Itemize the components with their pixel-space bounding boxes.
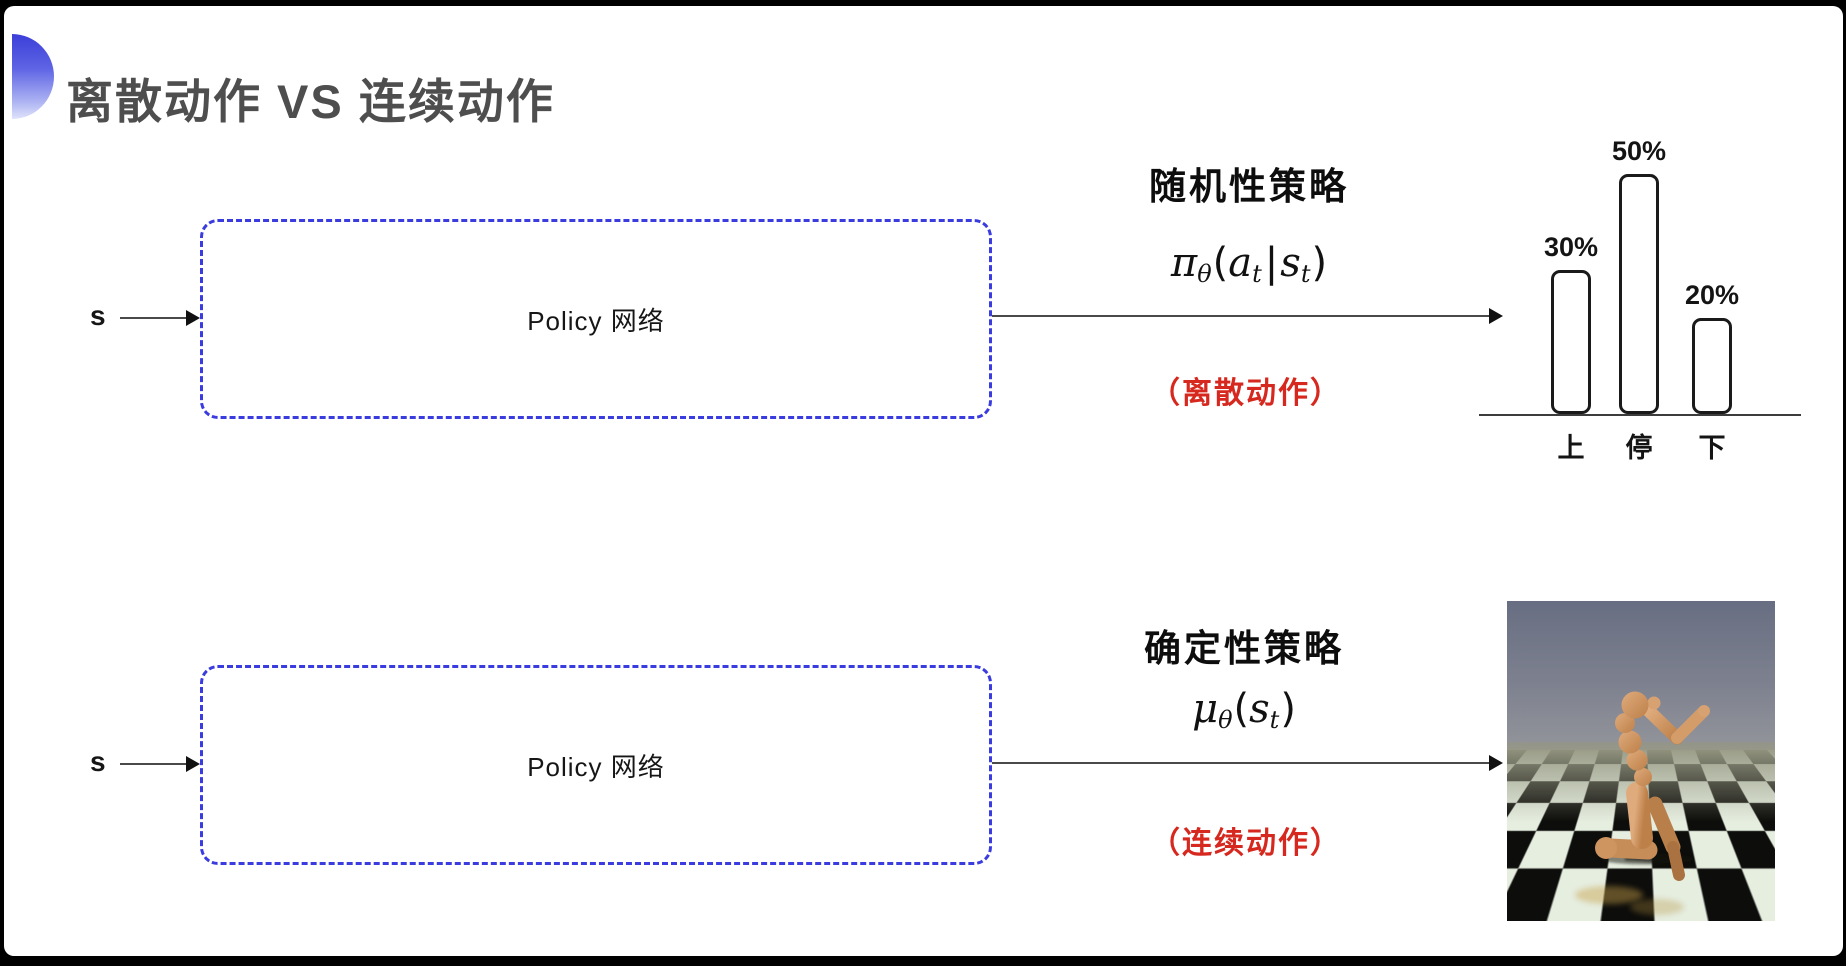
bar-value-label: 50% — [1611, 136, 1667, 166]
policy-network-box-bottom: Policy 网络 — [200, 665, 992, 865]
discrete-action-note: （离散动作） — [1150, 377, 1342, 410]
chart-bar: 50% — [1612, 136, 1666, 414]
slide-title: 离散动作 VS 连续动作 — [66, 75, 555, 129]
chart-bar: 20% — [1685, 280, 1739, 414]
deterministic-policy-title: 确定性策略 — [1144, 628, 1344, 669]
title-bullet-decoration — [12, 34, 54, 119]
humanoid-robot — [1575, 691, 1710, 915]
action-probability-chart: 30% 50% 20% — [1479, 136, 1801, 414]
state-input-label-bottom: s — [90, 746, 106, 777]
slide: 离散动作 VS 连续动作 s Policy 网络 随机性策略 πθ(at|st)… — [4, 6, 1843, 956]
bar — [1619, 174, 1659, 414]
state-input-label-top: s — [90, 300, 106, 331]
stochastic-policy-formula: πθ(at|st) — [1170, 240, 1328, 288]
chart-category-label: 停 — [1625, 433, 1653, 463]
stochastic-policy-title: 随机性策略 — [1149, 166, 1349, 207]
policy-network-box-top: Policy 网络 — [200, 219, 992, 419]
chart-bar: 30% — [1544, 232, 1598, 414]
chart-category-label: 上 — [1557, 433, 1585, 463]
sky — [1507, 601, 1775, 752]
bar — [1551, 270, 1591, 414]
humanoid-simulation-image — [1507, 601, 1775, 921]
continuous-action-note: （连续动作） — [1150, 827, 1342, 860]
policy-box-label-top: Policy 网络 — [527, 305, 665, 336]
bar-value-label: 20% — [1684, 280, 1740, 310]
bar-value-label: 30% — [1543, 232, 1599, 262]
chart-category-label: 下 — [1698, 433, 1726, 463]
chart-baseline — [1479, 414, 1801, 416]
deterministic-policy-formula: μθ(st) — [1192, 686, 1296, 734]
chart-category-row: 上停下 — [1479, 426, 1801, 466]
bar — [1692, 318, 1732, 414]
policy-box-label-bottom: Policy 网络 — [527, 751, 665, 782]
